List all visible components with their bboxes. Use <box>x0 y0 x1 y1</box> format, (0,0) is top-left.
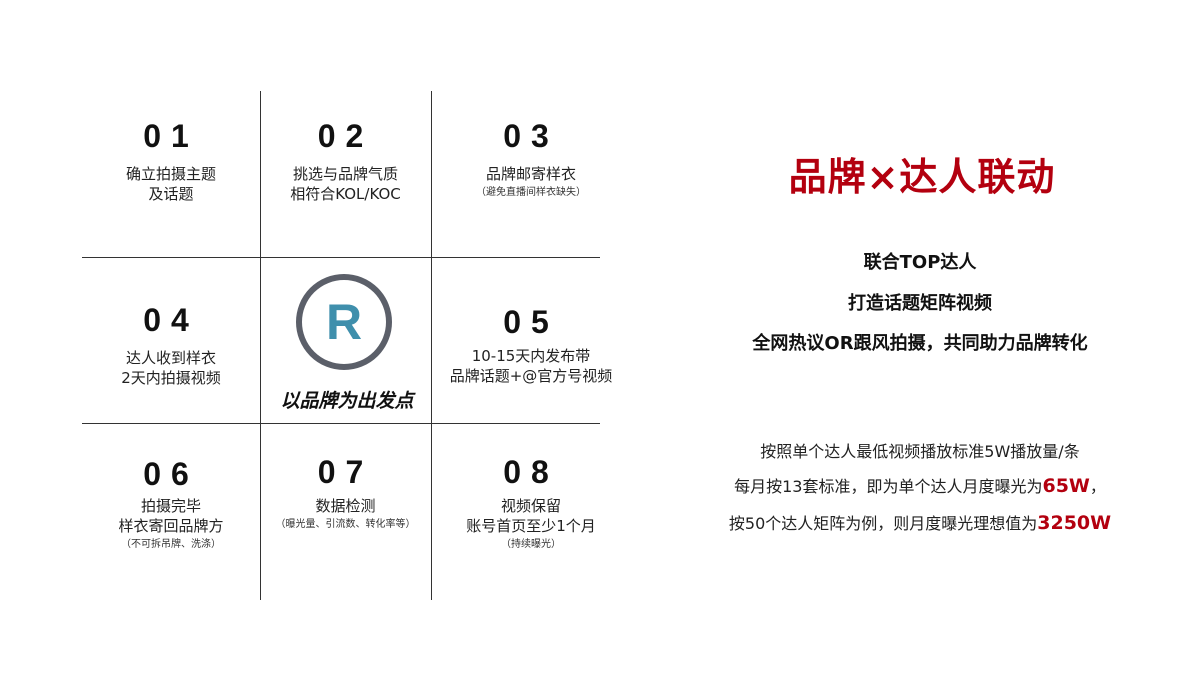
step-number: 05 <box>503 304 559 340</box>
monthly-exposure-total: 3250W <box>1037 512 1112 534</box>
step-note: （不可拆吊牌、洗涤） <box>121 539 221 550</box>
step-card-02: 02 挑选与品牌气质 相符合KOL/KOC <box>260 116 431 204</box>
explanation-text: 按50个达人矩阵为例，则月度曝光理想值为 <box>728 514 1038 533</box>
registered-mark-logo: R <box>296 274 392 370</box>
explanation-line-1: 按照单个达人最低视频播放标准5W播放量/条 <box>660 438 1180 462</box>
step-text: 品牌话题+@官方号视频 <box>449 367 613 385</box>
step-card-07: 07 数据检测 （曝光量、引流数、转化率等） <box>260 452 431 532</box>
step-number: 06 <box>143 456 199 492</box>
page-title: 品牌×达人联动 <box>788 155 1056 199</box>
registered-mark-letter: R <box>325 294 363 350</box>
step-text: 10-15天内发布带 <box>471 347 591 365</box>
grid-divider-h2 <box>82 423 600 424</box>
step-number: 03 <box>503 118 559 154</box>
step-note: （曝光量、引流数、转化率等） <box>275 519 416 530</box>
step-card-04: 04 达人收到样衣 2天内拍摄视频 <box>82 300 260 388</box>
brand-slogan: 以品牌为出发点 <box>280 390 414 412</box>
grid-divider-v2 <box>431 91 432 600</box>
step-text: 相符合KOL/KOC <box>290 185 401 203</box>
step-text: 挑选与品牌气质 <box>292 165 398 183</box>
step-text: 品牌邮寄样衣 <box>485 165 576 183</box>
monthly-exposure-single: 65W <box>1042 475 1090 497</box>
step-card-03: 03 品牌邮寄样衣 （避免直播间样衣缺失） <box>431 116 631 200</box>
step-note: （持续曝光） <box>501 539 561 550</box>
explanation-text: 按照单个达人最低视频播放标准5W播放量/条 <box>760 442 1080 461</box>
claim-line: 打造话题矩阵视频 <box>848 293 992 314</box>
step-text: 样衣寄回品牌方 <box>118 517 224 535</box>
step-card-08: 08 视频保留 账号首页至少1个月 （持续曝光） <box>431 452 631 552</box>
claim-line: 全网热议OR跟风拍摄，共同助力品牌转化 <box>752 333 1088 354</box>
grid-divider-h1 <box>82 257 600 258</box>
step-number: 08 <box>503 454 559 490</box>
step-number: 07 <box>317 454 374 490</box>
step-text: 账号首页至少1个月 <box>466 517 596 535</box>
step-number: 01 <box>143 118 199 154</box>
step-number: 04 <box>143 302 199 338</box>
step-text: 确立拍摄主题 <box>125 165 216 183</box>
step-text: 2天内拍摄视频 <box>121 369 221 387</box>
step-text: 数据检测 <box>315 497 376 515</box>
explanation-line-3: 按50个达人矩阵为例，则月度曝光理想值为3250W <box>660 510 1180 534</box>
claim-line: 联合TOP达人 <box>863 252 977 273</box>
explanation-text: ， <box>1089 477 1106 496</box>
explanation-line-2: 每月按13套标准，即为单个达人月度曝光为65W， <box>660 473 1180 497</box>
step-card-05: 05 10-15天内发布带 品牌话题+@官方号视频 <box>431 302 631 386</box>
step-text: 拍摄完毕 <box>140 497 201 515</box>
step-text: 视频保留 <box>500 497 561 515</box>
grid-divider-v1 <box>260 91 261 600</box>
step-card-06: 06 拍摄完毕 样衣寄回品牌方 （不可拆吊牌、洗涤） <box>82 454 260 552</box>
step-text: 达人收到样衣 <box>125 349 216 367</box>
step-text: 及话题 <box>148 185 194 203</box>
step-note: （避免直播间样衣缺失） <box>476 187 586 198</box>
step-number: 02 <box>317 118 374 154</box>
step-card-01: 01 确立拍摄主题 及话题 <box>82 116 260 204</box>
explanation-text: 每月按13套标准，即为单个达人月度曝光为 <box>734 477 1043 496</box>
